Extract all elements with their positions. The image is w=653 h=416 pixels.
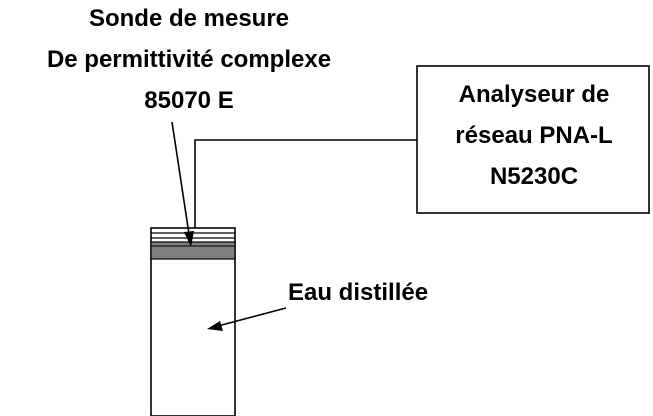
analyzer-label-line-2: réseau PNA-L <box>455 122 613 149</box>
probe-arrowhead <box>184 231 194 247</box>
analyzer-label-line-3: N5230C <box>489 163 579 190</box>
water-label: Eau distillée <box>288 279 429 306</box>
probe-band <box>150 241 236 260</box>
analyzer-box <box>416 65 650 214</box>
analyzer-label-line-1: Analyseur de <box>458 81 610 108</box>
water-arrowhead <box>207 321 223 331</box>
probe-label-line-2: De permittivité complexe <box>46 46 332 73</box>
probe-label-line-1: Sonde de mesure <box>88 5 290 32</box>
probe-pointer-line <box>171 121 190 235</box>
cable-line <box>194 139 417 236</box>
water-pointer-line <box>217 307 287 327</box>
probe-label-line-3: 85070 E <box>144 87 234 114</box>
